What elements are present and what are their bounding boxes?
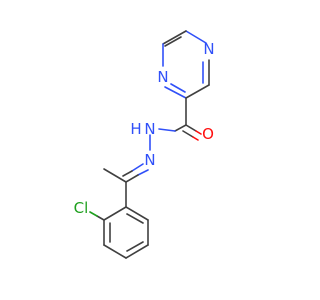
atom-label-amide-nitrogen: N — [144, 120, 155, 138]
bond — [125, 244, 149, 259]
bond — [174, 124, 187, 132]
pyrazine-ring — [162, 30, 210, 99]
bond — [164, 36, 182, 47]
bond — [125, 206, 149, 221]
bond — [125, 174, 139, 183]
bond — [89, 211, 98, 217]
atom-label-imine-nitrogen: N — [144, 151, 155, 169]
bond — [126, 241, 144, 252]
atom-label-hydrogen: H — [130, 120, 141, 138]
bond — [122, 170, 133, 177]
bond — [126, 213, 144, 224]
atom-label-chlorine: Cl — [74, 199, 89, 217]
bond — [162, 30, 187, 45]
atom-label-nitrogen: N — [157, 68, 168, 86]
bond — [185, 30, 207, 44]
carboxamide-group — [158, 97, 202, 141]
bond — [137, 169, 149, 176]
bond — [103, 244, 127, 259]
hydrazone-linkage — [103, 134, 151, 208]
atom-label-nitrogen: N — [203, 40, 214, 58]
bond — [170, 83, 186, 93]
bond — [158, 128, 176, 132]
bond — [182, 130, 194, 138]
bond — [103, 168, 127, 183]
bond — [164, 86, 187, 99]
bond — [195, 130, 202, 135]
bond — [96, 215, 105, 221]
bond — [185, 84, 210, 99]
bond — [131, 163, 144, 172]
bond — [192, 136, 199, 141]
bond — [185, 124, 197, 132]
atom-label-oxygen: O — [202, 125, 214, 143]
chlorophenyl-ring — [89, 206, 149, 259]
bond — [103, 206, 127, 221]
molecule-structure: N N N H N O Cl — [74, 30, 215, 259]
